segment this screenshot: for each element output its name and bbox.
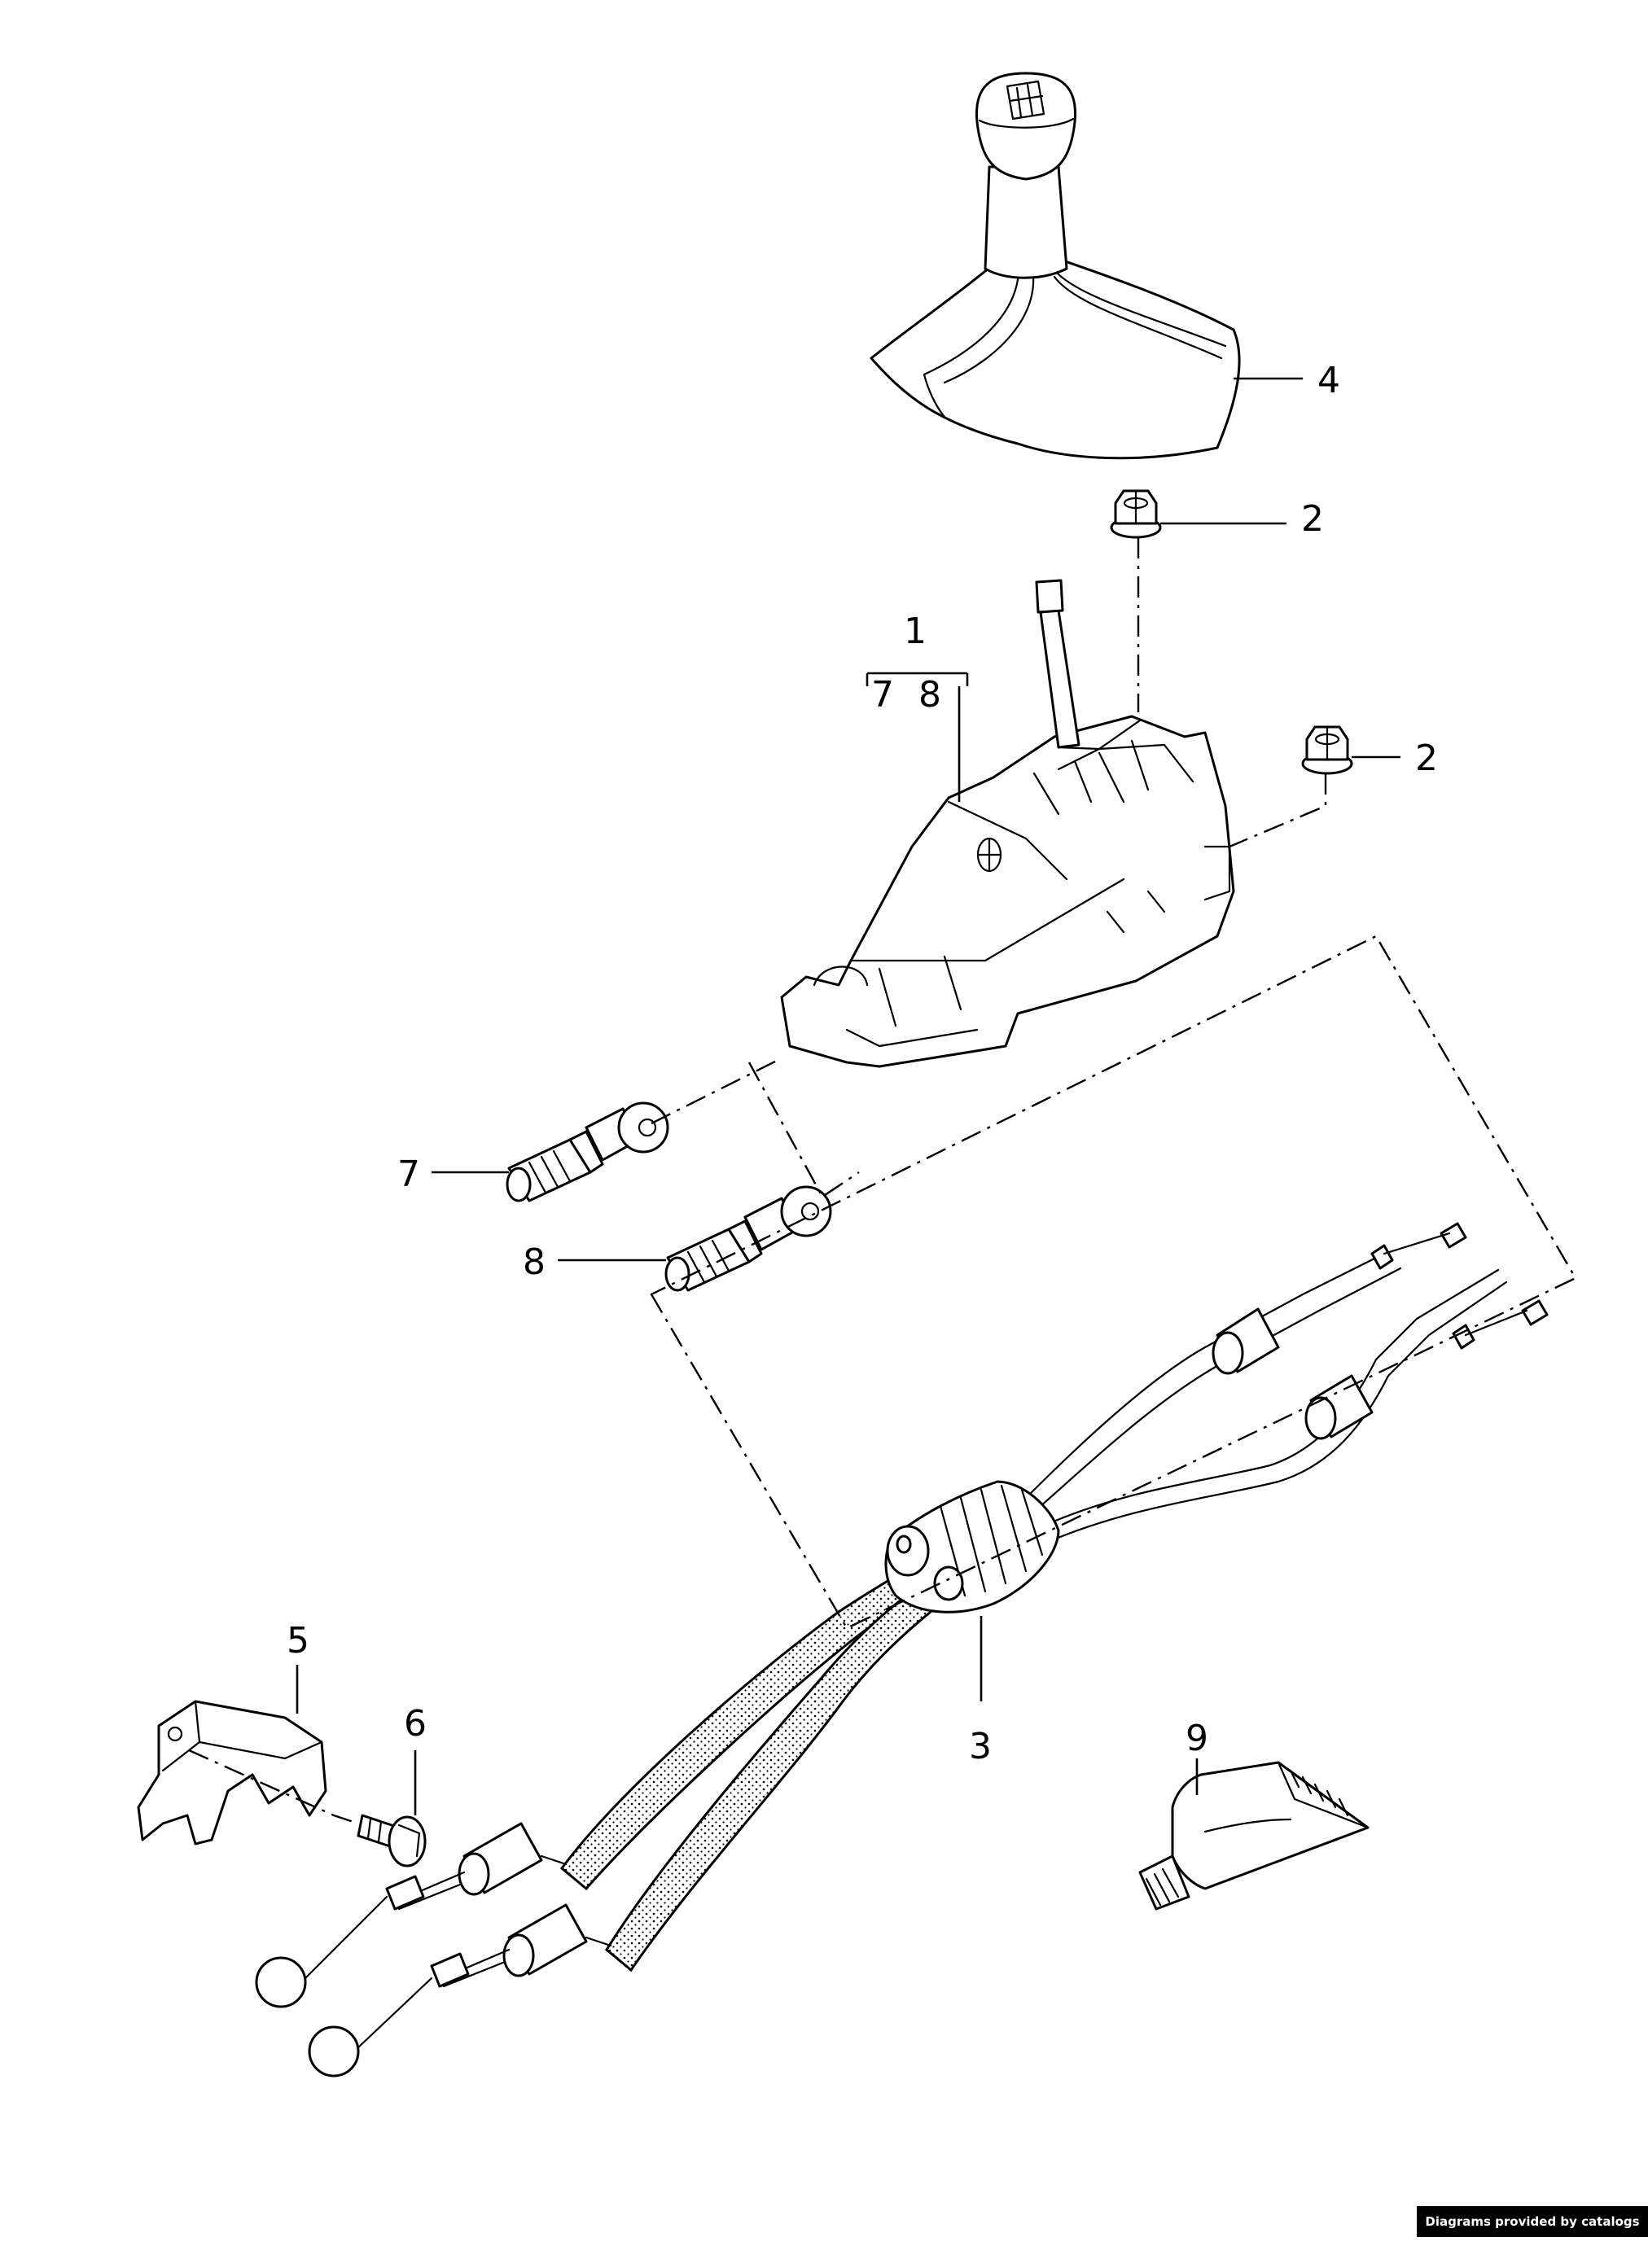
cable-end-fitting-7 bbox=[506, 1101, 669, 1202]
grease-tube bbox=[1138, 1761, 1370, 1911]
gear-knob-with-boot bbox=[870, 72, 1241, 460]
leader-lines bbox=[296, 377, 1400, 1815]
callout-5: 5 bbox=[287, 1620, 309, 1662]
callout-1: 1 bbox=[904, 611, 927, 652]
cable-bracket bbox=[137, 1700, 327, 1845]
bracket-bolt bbox=[357, 1814, 427, 1867]
callout-7: 7 bbox=[397, 1154, 420, 1195]
callout-3: 3 bbox=[969, 1726, 992, 1767]
gear-shift-cables bbox=[255, 1222, 1549, 2078]
callout-6: 6 bbox=[404, 1703, 427, 1745]
callout-2-right: 2 bbox=[1415, 738, 1438, 779]
assembly-lines bbox=[188, 537, 1577, 1825]
callout-4: 4 bbox=[1317, 360, 1340, 401]
flange-nut-right bbox=[1301, 725, 1353, 775]
flange-nut-top bbox=[1110, 489, 1162, 539]
callout-2-top: 2 bbox=[1301, 498, 1324, 540]
callout-8: 8 bbox=[523, 1241, 546, 1283]
credit-footer: Diagrams provided by catalogs parts bbox=[1417, 2206, 1648, 2260]
callout-1-sub-7: 7 bbox=[871, 674, 894, 716]
callout-1-sub-8: 8 bbox=[918, 674, 941, 716]
callout-labels: 1 7 8 2 2 3 4 5 6 7 8 9 bbox=[287, 360, 1438, 1767]
callout-9: 9 bbox=[1186, 1718, 1208, 1759]
gear-shift-mechanism bbox=[780, 579, 1235, 1068]
